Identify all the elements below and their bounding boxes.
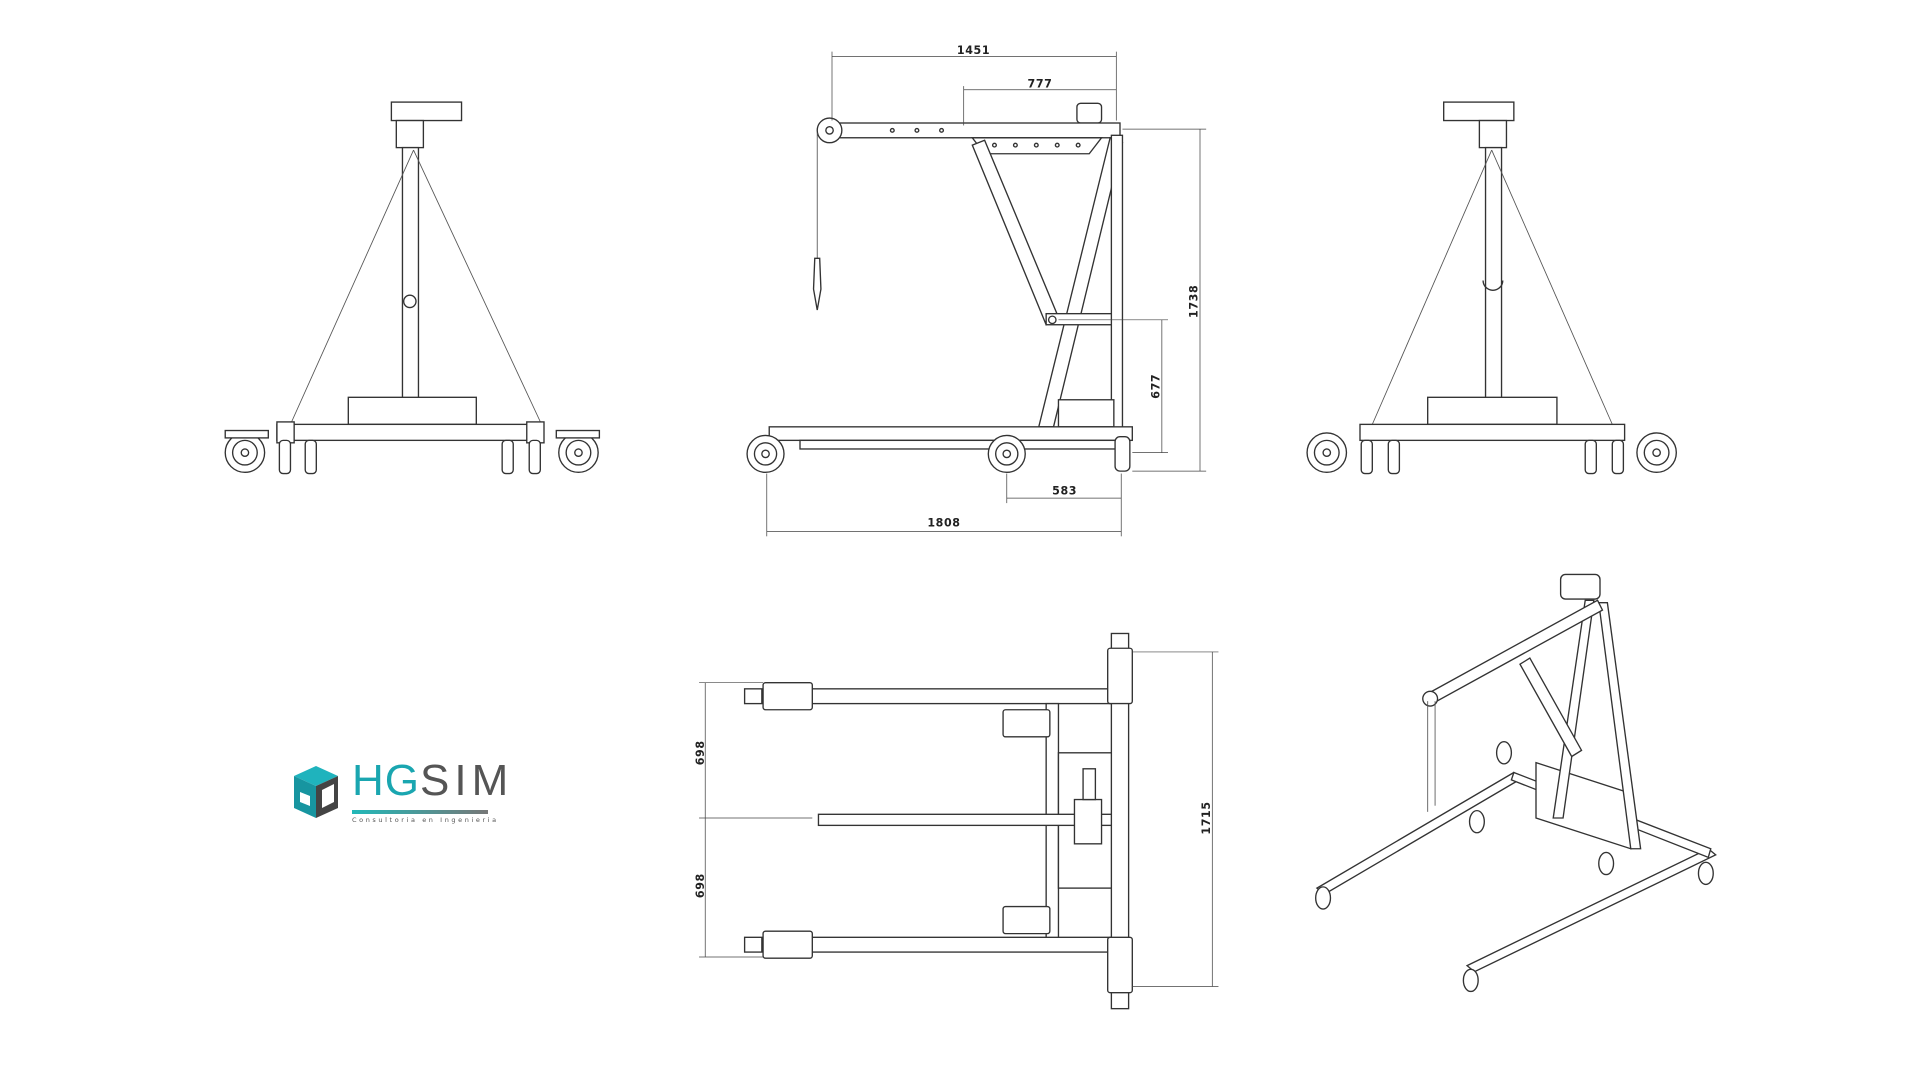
front-view bbox=[224, 101, 601, 475]
diagonal-brace bbox=[1037, 136, 1124, 428]
caster-wheels bbox=[224, 429, 601, 475]
dim-pivot-height: 677 bbox=[1149, 374, 1162, 399]
boom-holes bbox=[889, 127, 1081, 148]
boom bbox=[826, 122, 1121, 139]
dim-total-height: 1738 bbox=[1188, 285, 1201, 318]
base-beam bbox=[276, 423, 543, 442]
dim-total-width: 1715 bbox=[1200, 801, 1213, 834]
logo-underline bbox=[352, 810, 488, 814]
mast bbox=[401, 146, 420, 401]
dim-base-length: 1808 bbox=[927, 516, 960, 529]
winch-motor bbox=[1076, 102, 1103, 124]
dim-half-width-bottom: 698 bbox=[694, 873, 707, 898]
mast-top-bracket bbox=[395, 119, 425, 149]
pulley bbox=[816, 117, 843, 144]
boom-strut bbox=[971, 139, 1060, 326]
hook bbox=[812, 257, 822, 311]
dim-boom-length: 1451 bbox=[957, 44, 990, 57]
mast-bolt bbox=[403, 294, 417, 309]
top-view: 698 698 1715 bbox=[694, 632, 1219, 1010]
strut-pivot bbox=[1045, 312, 1121, 326]
base-beam-side bbox=[768, 426, 1133, 442]
vertical-post bbox=[1110, 134, 1124, 432]
rear-view bbox=[1306, 101, 1677, 475]
hook-rear bbox=[1482, 280, 1504, 291]
side-wheels bbox=[746, 434, 1131, 474]
dimension-lines bbox=[766, 51, 1207, 537]
lower-bar bbox=[799, 439, 1124, 450]
hgsim-logo: HGSIM Consultoria en Ingenieria bbox=[290, 756, 508, 826]
side-view: 1451 777 1738 677 583 1808 bbox=[746, 44, 1207, 537]
guy-wire-left bbox=[290, 149, 414, 425]
logo-tagline: Consultoria en Ingenieria bbox=[352, 816, 499, 824]
counterweight-side bbox=[1057, 399, 1115, 428]
boom-plate bbox=[970, 137, 1103, 155]
dim-half-width-top: 698 bbox=[694, 740, 707, 765]
logo-cube-icon bbox=[294, 766, 338, 818]
winch-head bbox=[390, 101, 463, 122]
isometric-view bbox=[1315, 573, 1717, 993]
logo-brand: HGSIM bbox=[352, 756, 514, 805]
dim-boom-inner: 777 bbox=[1028, 77, 1053, 90]
dim-rear-offset: 583 bbox=[1052, 484, 1077, 497]
guy-wire-right bbox=[413, 149, 542, 425]
iso-wheels bbox=[1315, 741, 1714, 993]
counterweight bbox=[347, 396, 477, 426]
